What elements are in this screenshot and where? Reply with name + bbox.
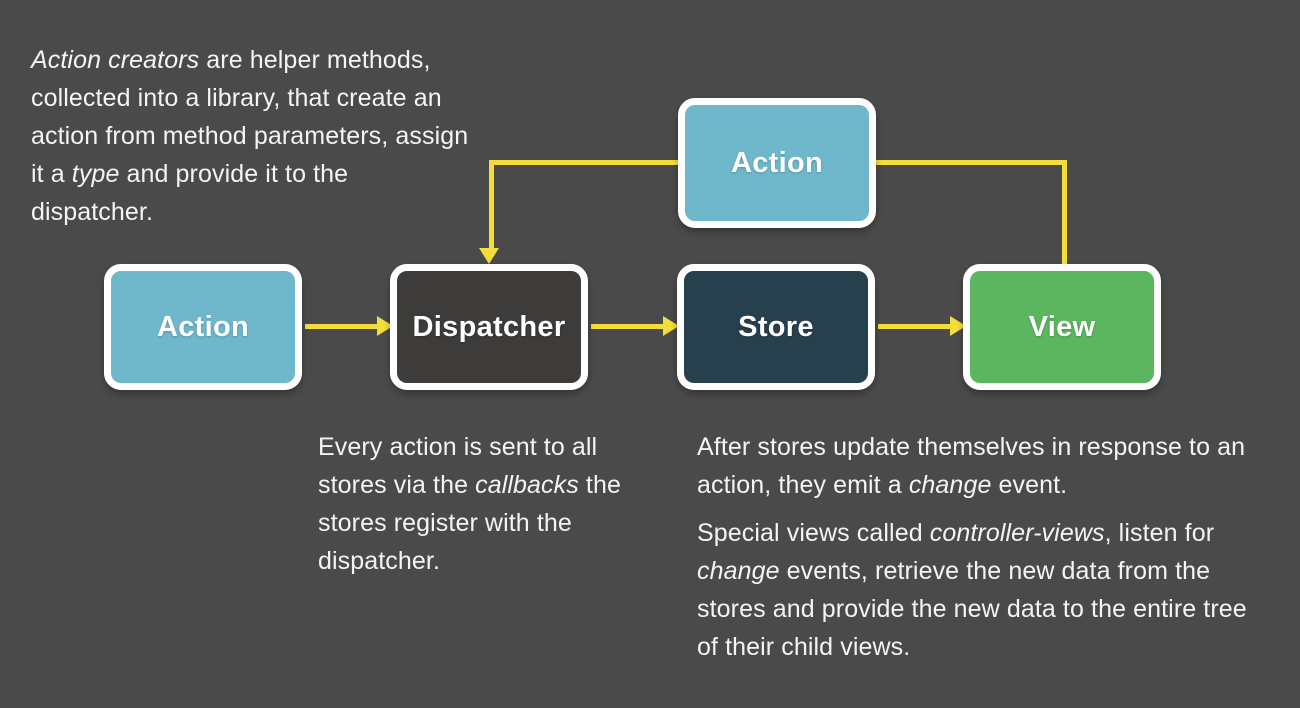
dispatcher-note: Every action is sent to all stores via t… bbox=[318, 428, 658, 580]
store-note-p2-part3: events, retrieve the new data from the s… bbox=[697, 557, 1247, 661]
intro-lead-emphasis: Action creators bbox=[31, 46, 200, 74]
arrowhead-action-to-dispatcher-icon bbox=[377, 316, 393, 336]
store-note-p1-part2: event. bbox=[991, 471, 1068, 499]
node-store[interactable]: Store bbox=[677, 264, 875, 390]
intro-tail: and provide it to the dispatcher. bbox=[31, 160, 349, 226]
store-note: After stores update themselves in respon… bbox=[697, 428, 1267, 666]
node-view[interactable]: View bbox=[963, 264, 1161, 390]
arrowhead-store-to-view-icon bbox=[950, 316, 966, 336]
dispatcher-note-part2: the stores register with the dispatcher. bbox=[318, 471, 621, 575]
edge-action-to-dispatcher bbox=[305, 324, 383, 329]
dispatcher-note-emphasis: callbacks bbox=[475, 471, 579, 499]
store-note-p1-emphasis: change bbox=[908, 471, 992, 499]
store-note-p2-part1: Special views called bbox=[697, 519, 930, 547]
store-note-p2-part2: , listen for bbox=[1104, 519, 1215, 547]
store-note-paragraph-2: Special views called controller-views, l… bbox=[697, 514, 1267, 666]
edge-view-to-action-top-horizontal bbox=[873, 160, 1067, 165]
node-store-label: Store bbox=[738, 310, 814, 343]
node-action-top-label: Action bbox=[730, 146, 823, 179]
intro-paragraph: Action creators are helper methods, coll… bbox=[31, 41, 471, 231]
edge-view-to-action-top-vertical bbox=[1062, 160, 1067, 270]
edge-store-to-view bbox=[878, 324, 956, 329]
edge-dispatcher-to-store bbox=[591, 324, 669, 329]
intro-paragraph-line: Action creators are helper methods, coll… bbox=[31, 41, 471, 231]
node-view-label: View bbox=[1028, 310, 1096, 343]
node-dispatcher[interactable]: Dispatcher bbox=[390, 264, 588, 390]
store-note-paragraph-1: After stores update themselves in respon… bbox=[697, 428, 1267, 504]
store-note-p2-emphasis2: change bbox=[697, 557, 780, 585]
dispatcher-note-part1: Every action is sent to all stores via t… bbox=[318, 433, 598, 499]
store-note-p2-emphasis1: controller-views bbox=[929, 519, 1105, 547]
edge-action-top-to-dispatcher-vertical bbox=[489, 160, 494, 255]
intro-body: are helper methods, collected into a lib… bbox=[31, 46, 469, 188]
dispatcher-note-line: Every action is sent to all stores via t… bbox=[318, 428, 658, 580]
node-action-top[interactable]: Action bbox=[678, 98, 876, 228]
arrowhead-action-top-to-dispatcher-icon bbox=[479, 248, 499, 264]
node-action-left[interactable]: Action bbox=[104, 264, 302, 390]
store-note-p1-part1: After stores update themselves in respon… bbox=[697, 433, 1246, 499]
intro-type-emphasis: type bbox=[71, 160, 120, 188]
edge-action-top-to-dispatcher-horizontal bbox=[489, 160, 681, 165]
node-action-left-label: Action bbox=[156, 310, 249, 343]
arrowhead-dispatcher-to-store-icon bbox=[663, 316, 679, 336]
node-dispatcher-label: Dispatcher bbox=[412, 310, 566, 343]
